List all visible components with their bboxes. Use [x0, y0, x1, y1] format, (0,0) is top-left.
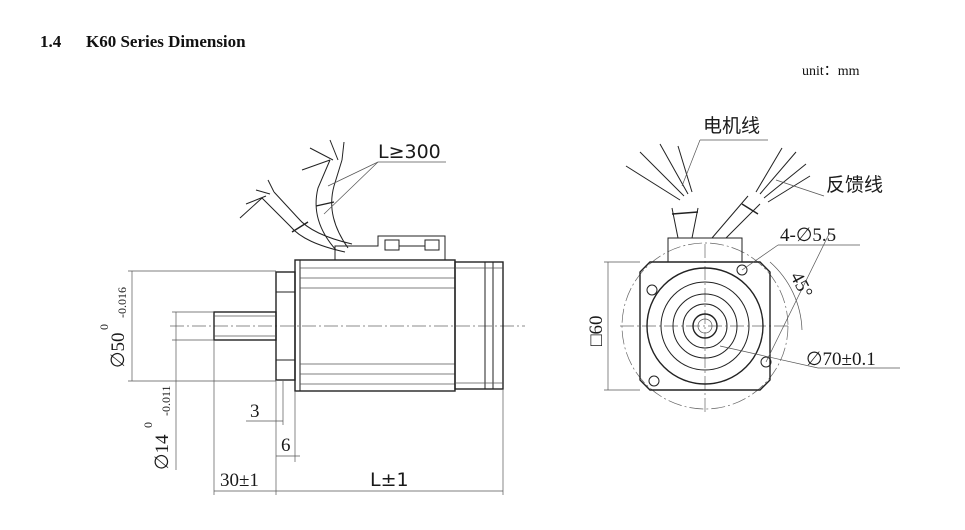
motor-cable — [671, 207, 699, 239]
shaft-length-label: 30±1 — [220, 470, 259, 491]
shaft-end — [692, 313, 718, 339]
motor-body — [294, 259, 456, 392]
rear-cap — [454, 261, 504, 390]
flange-diameter-tol-upper: 0 — [97, 324, 111, 330]
pcd-label: ∅70±0.1 — [806, 349, 876, 370]
shaft-diameter-label: ∅14 — [152, 434, 173, 470]
shaft-diameter-tol-lower: -0.011 — [159, 385, 173, 416]
holes-label: 4-∅5.5 — [780, 225, 836, 246]
dim-3-label: 3 — [250, 401, 260, 422]
section-title: K60 Series Dimension — [86, 32, 246, 51]
pcd-circle — [621, 242, 789, 410]
dim-6-label: 6 — [281, 435, 291, 456]
side-view: L≥300 ∅50 0 -0.016 ∅14 0 -0.011 3 6 30±1… — [97, 139, 525, 495]
body-length-label: L±1 — [370, 469, 409, 491]
mounting-hole — [646, 284, 658, 296]
angle-label: 45° — [786, 268, 817, 301]
flange-diameter-label: ∅50 — [108, 332, 129, 368]
motor-shaft — [213, 311, 277, 341]
front-view: 电机线 反馈线 4-∅5.5 45° ∅70±0.1 □60 — [586, 115, 900, 412]
mounting-hole — [736, 264, 748, 276]
mounting-hole — [760, 356, 772, 368]
angle-arc — [769, 261, 803, 331]
square-flange — [639, 261, 771, 391]
side-cable-2 — [261, 197, 346, 253]
unit-note: unit：mm — [802, 64, 860, 79]
section-heading: 1.4 K60 Series Dimension — [40, 32, 246, 52]
shaft-diameter-tol-upper: 0 — [141, 422, 155, 428]
feedback-wire-label: 反馈线 — [826, 174, 883, 196]
cable-length-label: L≥300 — [378, 141, 441, 163]
mounting-hole — [648, 375, 660, 387]
cable-exit-block — [667, 237, 743, 262]
feedback-cable — [711, 195, 761, 239]
flange-diameter-tol-lower: -0.016 — [115, 287, 129, 318]
flange-boss-ring — [646, 267, 764, 385]
motor-wire-label: 电机线 — [703, 115, 760, 137]
square-label: □60 — [586, 316, 607, 346]
side-cable-1 — [315, 159, 337, 251]
cable-length-leader — [327, 161, 379, 187]
section-number: 1.4 — [40, 32, 62, 51]
